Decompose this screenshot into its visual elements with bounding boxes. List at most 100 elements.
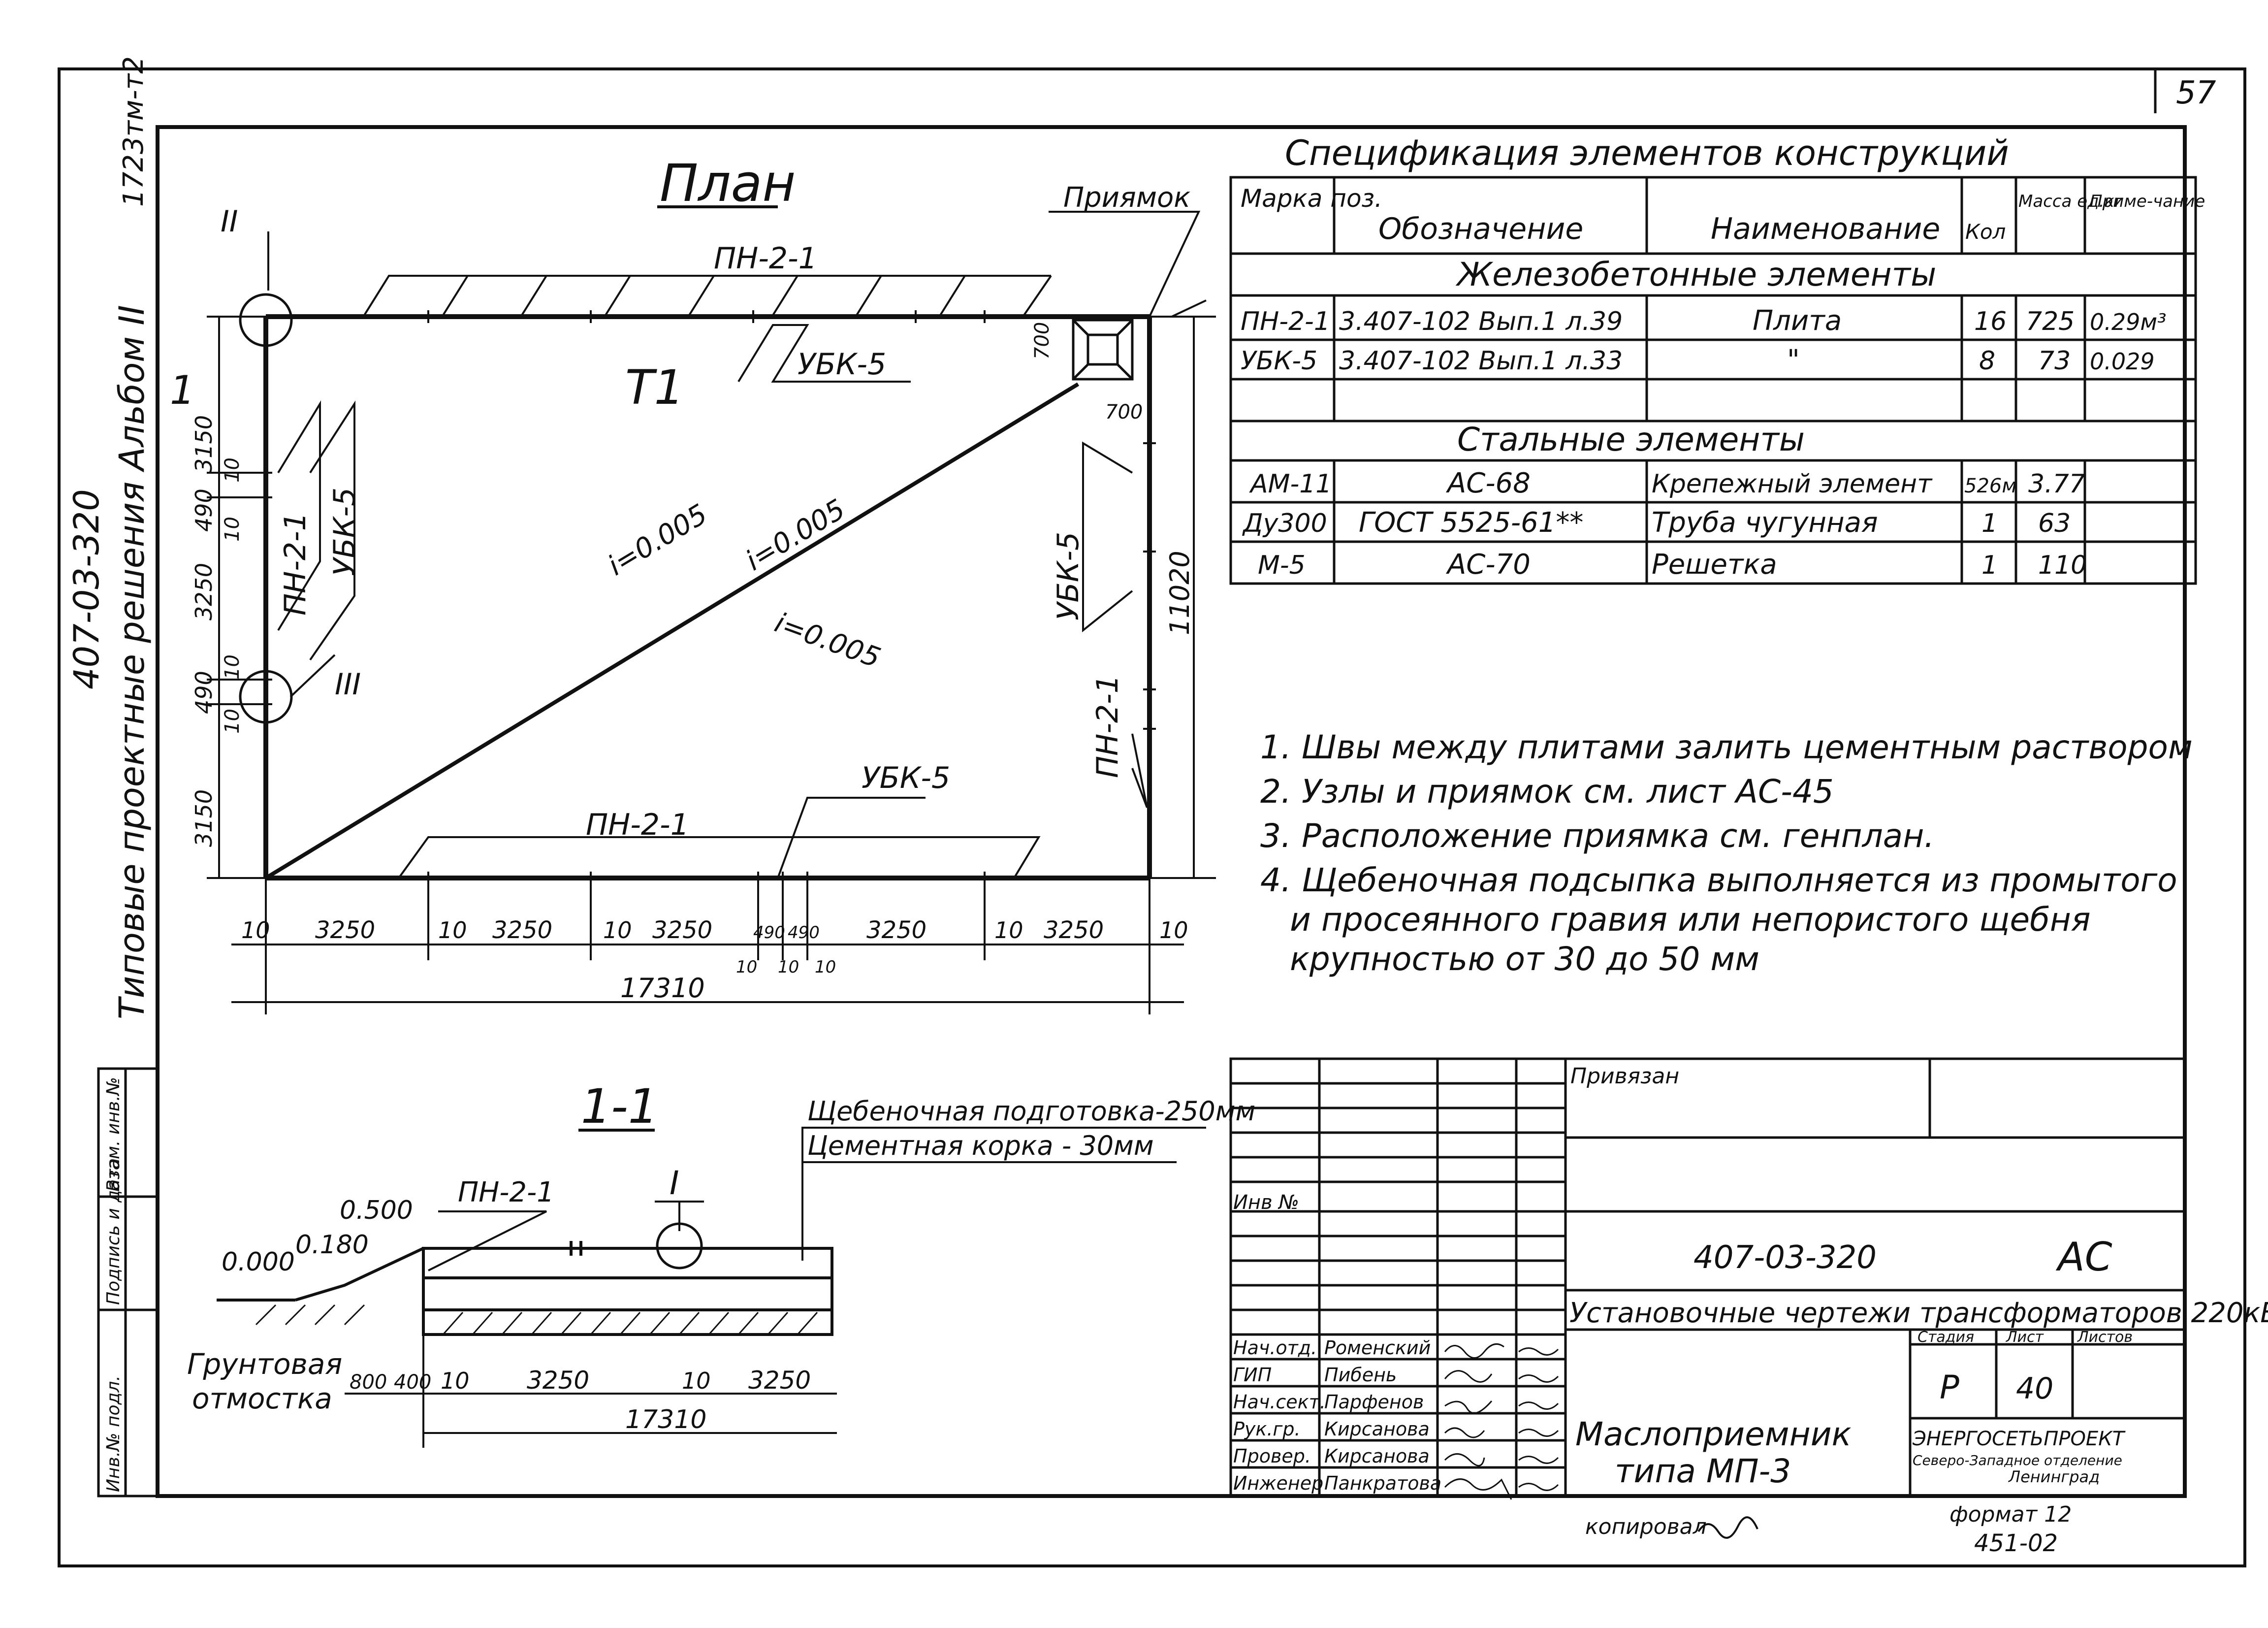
note-3: 3. Расположение приямка см. генплан. bbox=[1260, 817, 1934, 855]
dim-left-5: 10 bbox=[221, 654, 244, 680]
dim-left-6: 490 bbox=[191, 671, 217, 714]
plan-leaders bbox=[267, 211, 1207, 879]
stamp-signature: Подпись и дата bbox=[103, 1158, 124, 1305]
section-dim-10b: 10 bbox=[682, 1368, 711, 1394]
label-ubk-top: УБК-5 bbox=[798, 347, 886, 382]
label-bottom-ubk: УБК-5 bbox=[862, 761, 950, 795]
dim-left-3: 10 bbox=[221, 517, 244, 542]
section-node-circle bbox=[656, 1222, 703, 1270]
tb-sheet-header: Лист bbox=[2006, 1329, 2044, 1346]
dim-bottom-lines bbox=[231, 878, 1184, 1014]
section-lvl-0180: 0.180 bbox=[295, 1230, 369, 1260]
spec-h-qty: Кол bbox=[1965, 220, 2006, 244]
dim-bottom-3: 3250 bbox=[492, 916, 552, 944]
plan-title: План bbox=[660, 153, 796, 213]
dim-bottom-6: 490 bbox=[753, 923, 785, 943]
dim-right-lines bbox=[1150, 316, 1216, 879]
section-gravel: Щебеночная подготовка-250мм bbox=[807, 1096, 1255, 1127]
section-cement: Цементная корка - 30мм bbox=[807, 1130, 1154, 1161]
note-4: 4. Щебеночная подсыпка выполняется из пр… bbox=[1260, 861, 2177, 899]
dim-bottom-11: 10 bbox=[1159, 917, 1188, 944]
section-leaders bbox=[428, 1127, 1206, 1271]
spec-rc-0-mass: 725 bbox=[2026, 307, 2075, 336]
slope-3: i=0.005 bbox=[770, 607, 885, 674]
tb-org-line1: ЭНЕРГОСЕТЬПРОЕКТ bbox=[1912, 1428, 2126, 1450]
tb-inv-no: Инв № bbox=[1233, 1191, 1299, 1214]
marker-section-1: 1 bbox=[170, 367, 195, 413]
doc-code-rotated: 1723тм-т2 bbox=[118, 56, 150, 207]
tb-drawing-line2: типа МП-3 bbox=[1615, 1452, 1791, 1490]
slope-1: i=0.005 bbox=[603, 498, 713, 582]
dim-bottom-2: 10 bbox=[438, 917, 467, 944]
section-dim-3250a: 3250 bbox=[527, 1366, 589, 1395]
section-dim-400: 400 bbox=[394, 1371, 431, 1394]
signatures bbox=[1444, 1343, 1559, 1500]
dim-bottom-7: 490 bbox=[788, 923, 820, 943]
section-ground-2: отмостка bbox=[192, 1382, 332, 1415]
dim-bottom-small-2: 10 bbox=[815, 957, 836, 977]
spec-rc-0-qty: 16 bbox=[1974, 307, 2007, 336]
spec-st-0-mark: АМ-11 bbox=[1249, 469, 1332, 499]
section-dim-10a: 10 bbox=[441, 1368, 470, 1394]
label-bottom-slab: ПН-2-1 bbox=[586, 808, 689, 842]
sheet-number: 57 bbox=[2176, 75, 2216, 111]
tb-role-0: Нач.отд. bbox=[1233, 1337, 1317, 1359]
spec-st-2-qty: 1 bbox=[1981, 551, 1998, 580]
tb-role-3: Рук.гр. bbox=[1233, 1418, 1301, 1440]
dim-left-8: 3150 bbox=[191, 789, 217, 847]
tb-role-4: Провер. bbox=[1233, 1445, 1311, 1467]
copied-signature bbox=[1697, 1516, 1758, 1539]
spec-st-1-name: Труба чугунная bbox=[1652, 507, 1878, 539]
spec-h-note: Приме-чание bbox=[2090, 192, 2205, 211]
section-dim-lines bbox=[345, 1335, 837, 1448]
tb-sheet: 40 bbox=[2016, 1371, 2053, 1406]
spec-st-0-desig: АС-68 bbox=[1446, 467, 1531, 499]
spec-rc-1-name: " bbox=[1787, 344, 1800, 376]
spec-h-name: Наименование bbox=[1711, 212, 1940, 246]
spec-st-1-desig: ГОСТ 5525-61** bbox=[1359, 507, 1583, 539]
label-pit: Приямок bbox=[1063, 182, 1190, 214]
tb-name-2: Парфенов bbox=[1324, 1391, 1424, 1413]
tb-name-3: Кирсанова bbox=[1324, 1418, 1430, 1440]
dim-total-length: 17310 bbox=[620, 973, 705, 1004]
dim-pit-1: 700 bbox=[1031, 322, 1054, 359]
tb-stage-header: Стадия bbox=[1917, 1329, 1974, 1346]
spec-grid bbox=[1229, 176, 2197, 585]
dim-bottom-9: 10 bbox=[994, 917, 1023, 944]
section-dim-3250b: 3250 bbox=[748, 1366, 811, 1395]
spec-st-2-mark: М-5 bbox=[1258, 551, 1306, 580]
tb-role-2: Нач.сект. bbox=[1233, 1391, 1326, 1413]
dim-left-1: 10 bbox=[221, 457, 244, 483]
slope-2: i=0.005 bbox=[740, 493, 851, 577]
spec-st-0-qty: 526м bbox=[1964, 475, 2017, 497]
note-4-cont-2: крупностью от 30 до 50 мм bbox=[1290, 940, 1759, 978]
tb-name-4: Кирсанова bbox=[1324, 1445, 1430, 1467]
stamp-vzam: Взам. инв.№ bbox=[103, 1077, 124, 1192]
project-code-rotated: 407-03-320 bbox=[66, 489, 107, 689]
dim-bottom-10: 3250 bbox=[1044, 916, 1104, 944]
dim-bottom-1: 3250 bbox=[315, 916, 375, 944]
note-2: 2. Узлы и приямок см. лист АС-45 bbox=[1260, 773, 1834, 811]
spec-st-1-qty: 1 bbox=[1981, 509, 1998, 538]
spec-group-rc: Железобетонные элементы bbox=[1455, 256, 1936, 293]
dim-bottom-4: 10 bbox=[603, 917, 632, 944]
section-title: 1-1 bbox=[581, 1079, 658, 1134]
spec-rc-0-note: 0.29м³ bbox=[2090, 309, 2167, 335]
section-dim-800: 800 bbox=[350, 1371, 387, 1394]
section-hatch bbox=[255, 1304, 818, 1335]
tb-drawing-line1: Маслоприемник bbox=[1575, 1415, 1852, 1453]
tb-name-5: Панкратова bbox=[1324, 1472, 1441, 1494]
spec-st-1-mark: Ду300 bbox=[1242, 509, 1327, 538]
tb-sheets-header: Листов bbox=[2077, 1329, 2133, 1346]
album-label: Типовые проектные решения Альбом II bbox=[112, 305, 152, 1019]
dim-left-lines bbox=[207, 316, 266, 879]
tb-format: формат 12 bbox=[1949, 1502, 2072, 1527]
spec-h-designation: Обозначение bbox=[1378, 212, 1583, 246]
spec-rc-1-mark: УБК-5 bbox=[1241, 346, 1317, 376]
dim-bottom-small-1: 10 bbox=[778, 957, 799, 977]
section-body bbox=[217, 1241, 833, 1336]
note-1: 1. Швы между плитами залить цементным ра… bbox=[1260, 728, 2193, 766]
tb-privyazan: Привязан bbox=[1570, 1064, 1679, 1089]
marker-node-2: II bbox=[221, 204, 238, 239]
side-stamp bbox=[97, 1067, 159, 1498]
